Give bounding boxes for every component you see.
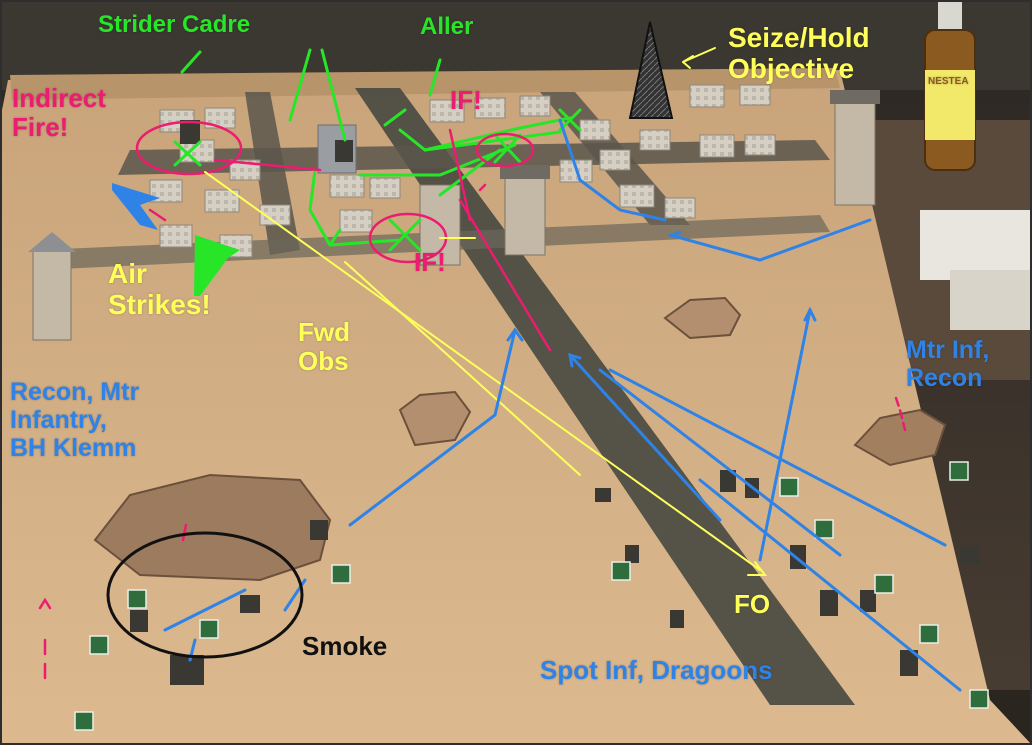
label-strider-cadre: Strider Cadre bbox=[98, 11, 251, 38]
label-mtr-inf-recon: Mtr Inf, Recon bbox=[906, 336, 989, 392]
black-annotations bbox=[106, 531, 304, 659]
label-recon-line-3: BH Klemm bbox=[10, 434, 137, 462]
bottle-label: NESTEA bbox=[928, 76, 969, 87]
green-annotations bbox=[173, 48, 582, 296]
label-seize-hold-line-1: Seize/Hold bbox=[728, 22, 870, 53]
label-smoke: Smoke bbox=[302, 631, 388, 661]
label-recon-line-1: Recon, Mtr bbox=[10, 378, 140, 406]
label-indirect-fire-line-1: Indirect bbox=[12, 83, 106, 113]
label-recon-line-2: Infantry, bbox=[10, 406, 107, 434]
label-indirect-fire: Indirect Fire! bbox=[12, 83, 106, 143]
label-spot-inf-dragoons: Spot Inf, Dragoons bbox=[540, 655, 773, 685]
label-seize-hold-line-2: Objective bbox=[728, 53, 855, 85]
label-mtr-inf-line-1: Mtr Inf, bbox=[906, 336, 990, 364]
objective-tower bbox=[628, 21, 674, 119]
pink-annotations bbox=[38, 120, 907, 682]
label-air-strikes-line-2: Strikes! bbox=[108, 289, 211, 321]
label-fo: FO bbox=[734, 589, 771, 619]
label-mtr-inf-line-2: Recon bbox=[906, 364, 983, 392]
label-aller: Aller bbox=[420, 13, 474, 40]
back-edge bbox=[10, 68, 840, 100]
tea-bottle bbox=[924, 0, 976, 171]
yellow-annotations bbox=[204, 47, 768, 576]
blue-airstrike bbox=[112, 183, 160, 230]
counters bbox=[74, 461, 989, 731]
rocks bbox=[93, 296, 947, 582]
label-air-strikes-line-1: Air bbox=[108, 258, 147, 289]
smoke-circle bbox=[106, 531, 304, 659]
blue-annotations bbox=[163, 118, 962, 692]
label-if-top: IF! bbox=[450, 85, 482, 115]
label-fwd-obs: Fwd Obs bbox=[298, 317, 350, 377]
label-recon-mtr-infantry: Recon, Mtr Infantry, BH Klemm bbox=[10, 378, 139, 462]
label-if-bottom: IF! bbox=[414, 247, 446, 277]
label-seize-hold-objective: Seize/Hold Objective bbox=[728, 22, 870, 85]
label-air-strikes: Air Strikes! bbox=[108, 258, 211, 321]
label-fwd-obs-line-2: Obs bbox=[298, 346, 349, 377]
towers bbox=[28, 90, 880, 341]
label-fwd-obs-line-1: Fwd bbox=[298, 317, 350, 347]
label-indirect-fire-line-2: Fire! bbox=[12, 112, 69, 143]
